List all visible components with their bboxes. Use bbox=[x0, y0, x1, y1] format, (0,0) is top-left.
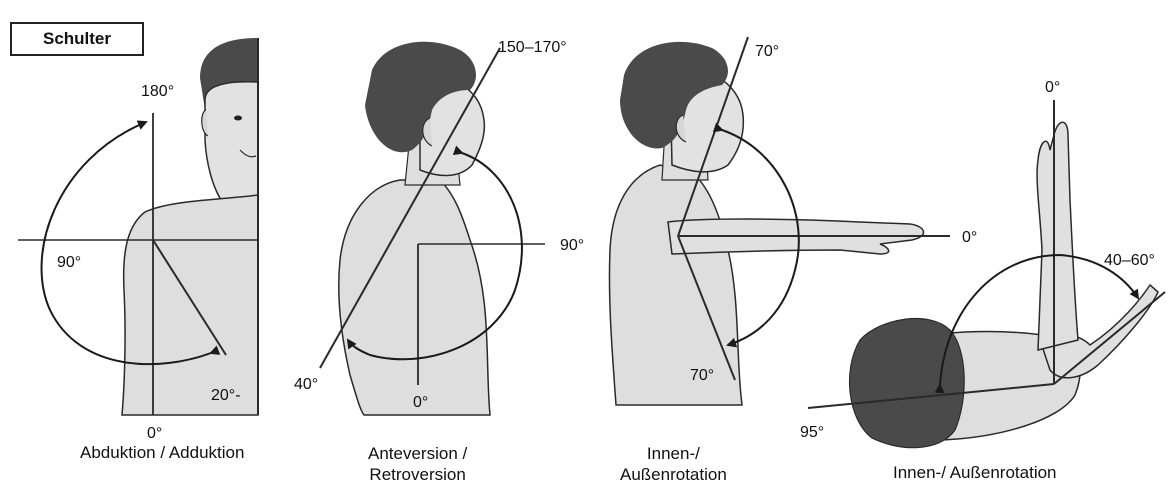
angle-label-150-170: 150–170° bbox=[498, 40, 567, 56]
angle-label-0: 0° bbox=[413, 395, 428, 411]
caption-line: Innen-/ Außenrotation bbox=[893, 462, 1057, 483]
caption-line: Anteversion / bbox=[368, 443, 467, 464]
angle-label-70-top: 70° bbox=[755, 44, 779, 60]
caption-anteversion: Anteversion / Retroversion bbox=[368, 443, 467, 485]
angle-label-0: 0° bbox=[147, 426, 162, 442]
angle-label-95: 95° bbox=[800, 425, 824, 441]
angle-label-180: 180° bbox=[141, 84, 174, 100]
caption-line: Retroversion bbox=[368, 464, 467, 485]
panel2-torso bbox=[339, 180, 490, 415]
panel1-face bbox=[205, 82, 258, 210]
caption-line: Innen-/ bbox=[620, 443, 727, 464]
panel1-torso bbox=[122, 195, 258, 415]
angle-label-0: 0° bbox=[962, 230, 977, 246]
angle-label-70-bottom: 70° bbox=[690, 368, 714, 384]
section-title-box: Schulter bbox=[10, 22, 144, 56]
caption-rotation-lying: Innen-/ Außenrotation bbox=[893, 462, 1057, 483]
angle-label-90: 90° bbox=[560, 238, 584, 254]
section-title: Schulter bbox=[43, 29, 111, 49]
panel4-forearm bbox=[1037, 122, 1078, 350]
panel4-head bbox=[850, 319, 965, 448]
panel-rotation-lying-figure bbox=[808, 100, 1165, 448]
caption-line: Abduktion / Adduktion bbox=[80, 442, 244, 463]
caption-line: Außenrotation bbox=[620, 464, 727, 485]
angle-label-40: 40° bbox=[294, 377, 318, 393]
panel3-torso bbox=[609, 165, 742, 405]
panel-abduction-figure bbox=[18, 38, 258, 415]
angle-label-90: 90° bbox=[57, 255, 81, 271]
angle-label-40-60: 40–60° bbox=[1104, 253, 1155, 269]
caption-abduction: Abduktion / Adduktion bbox=[80, 442, 244, 463]
angle-label-0: 0° bbox=[1045, 80, 1060, 96]
panel-anteversion-figure bbox=[320, 42, 545, 415]
caption-rotation-standing: Innen-/ Außenrotation bbox=[620, 443, 727, 485]
angle-label-20: 20°- bbox=[211, 388, 241, 404]
